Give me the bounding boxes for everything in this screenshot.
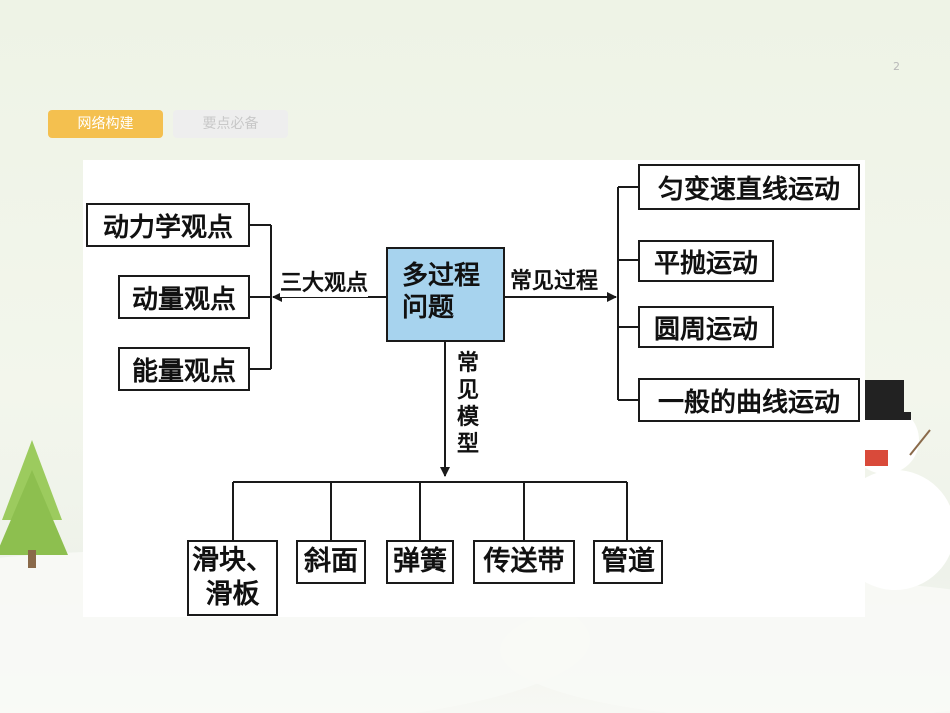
label-common-models: 常见模型	[455, 350, 481, 458]
connector-lines	[232, 186, 638, 540]
model-pipe: 管道	[593, 540, 663, 584]
model-spring: 弹簧	[386, 540, 454, 584]
center-node-multi-process-problem: 多过程 问题	[386, 247, 505, 342]
label-common-processes: 常见过程	[510, 263, 599, 295]
page-number: 2	[893, 60, 900, 73]
tab-network-structure[interactable]: 网络构建	[48, 110, 163, 138]
model-conveyor-belt: 传送带	[473, 540, 575, 584]
pine-tree-icon	[0, 440, 68, 568]
viewpoint-energy: 能量观点	[118, 347, 250, 391]
model-incline: 斜面	[296, 540, 366, 584]
concept-map-panel: 多过程 问题 三大观点 常见过程 常见模型 动力学观点 动量观点 能量观点 匀变…	[83, 160, 865, 617]
model-block-board: 滑块、 滑板	[187, 540, 278, 616]
process-uniform-acceleration: 匀变速直线运动	[638, 164, 860, 210]
process-general-curvilinear: 一般的曲线运动	[638, 378, 860, 422]
process-circular: 圆周运动	[638, 306, 774, 348]
label-three-viewpoints: 三大观点	[280, 265, 369, 297]
process-projectile: 平抛运动	[638, 240, 774, 282]
tab-key-points[interactable]: 要点必备	[173, 110, 288, 138]
viewpoint-dynamics: 动力学观点	[86, 203, 250, 247]
viewpoint-momentum: 动量观点	[118, 275, 250, 319]
